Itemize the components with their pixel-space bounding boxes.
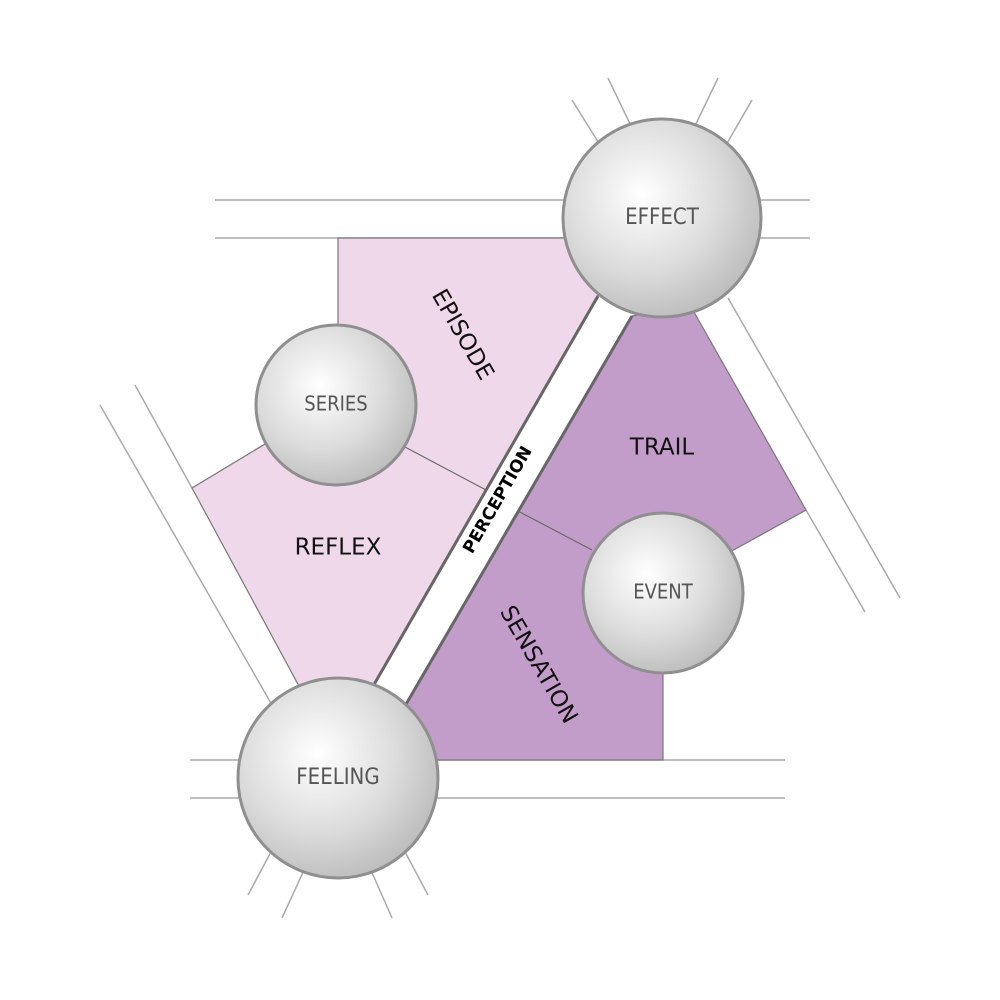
effect-ray bbox=[571, 99, 601, 146]
divider-series-reflex bbox=[404, 446, 487, 491]
event-label: EVENT bbox=[633, 580, 693, 604]
effect-label: EFFECT bbox=[625, 205, 700, 230]
divider-trail-sensation bbox=[515, 509, 593, 551]
effect-ray bbox=[725, 99, 753, 146]
node-series: SERIES bbox=[254, 323, 418, 487]
feeling-ray bbox=[281, 867, 306, 919]
series-label: SERIES bbox=[304, 392, 367, 416]
effect-ray bbox=[607, 77, 633, 129]
perception-band-edge bbox=[403, 315, 634, 707]
node-effect: EFFECT bbox=[561, 117, 763, 319]
feeling-label: FEELING bbox=[296, 765, 379, 790]
left-diagonal-inner bbox=[134, 384, 193, 489]
feeling-ray bbox=[247, 849, 273, 896]
node-feeling: FEELING bbox=[236, 676, 440, 880]
left-diagonal-outer bbox=[99, 404, 273, 706]
node-event: EVENT bbox=[581, 511, 745, 675]
feeling-ray bbox=[403, 849, 429, 896]
right-diagonal-outer bbox=[727, 297, 901, 599]
reflex-label: REFLEX bbox=[295, 535, 382, 561]
effect-ray bbox=[693, 77, 719, 129]
trail-label: TRAIL bbox=[629, 435, 695, 461]
feeling-ray bbox=[369, 867, 393, 919]
perception-band-edge bbox=[370, 295, 600, 689]
right-diagonal-inner bbox=[805, 509, 866, 613]
perception-band bbox=[372, 296, 632, 706]
